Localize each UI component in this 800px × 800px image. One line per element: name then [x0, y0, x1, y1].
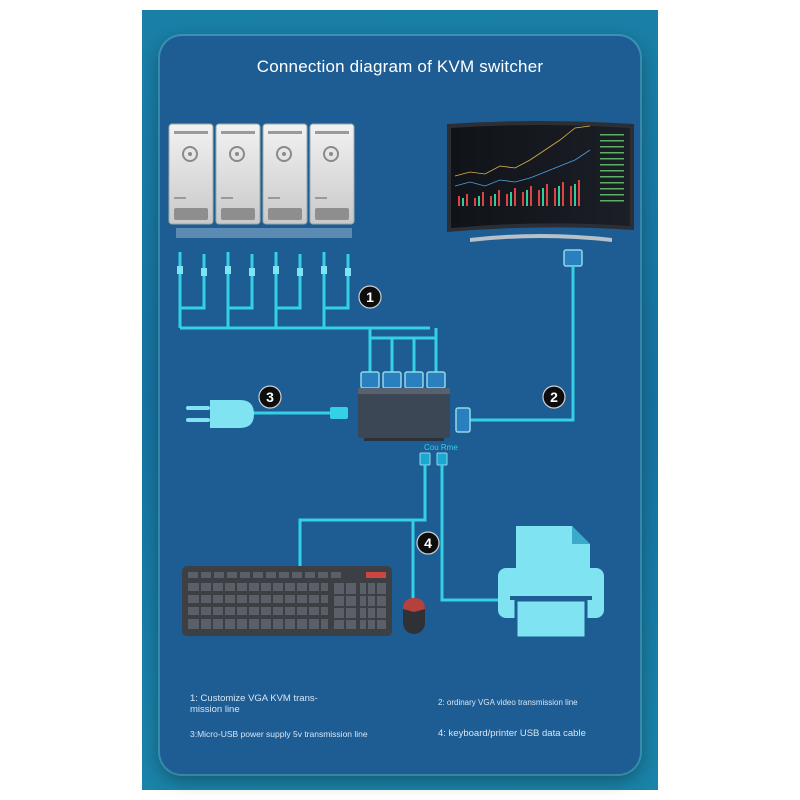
keyboard-icon	[182, 566, 392, 636]
pc-group	[168, 123, 355, 238]
legend-item-1: 1: Customize VGA KVM trans- mission line	[190, 693, 318, 715]
cable-1-vga-kvm	[178, 252, 438, 374]
usb-port-label: Cou Rme	[424, 443, 458, 452]
diagram-panel: Connection diagram of KVM switcher	[160, 36, 640, 774]
marker-1: 1	[358, 285, 382, 309]
printer-icon	[498, 526, 604, 640]
legend-item-3: 3:Micro-USB power supply 5v transmission…	[190, 729, 368, 739]
diagram-title: Connection diagram of KVM switcher	[256, 57, 544, 76]
svg-text:2: 2	[550, 389, 558, 405]
cable-1-connectors	[177, 266, 351, 276]
svg-text:4: 4	[424, 535, 432, 551]
connection-diagram: Cou Rme	[168, 121, 634, 640]
mouse-icon	[403, 598, 425, 634]
monitor-icon	[447, 121, 634, 242]
computer-tower-icon	[262, 123, 308, 225]
legend-item-1-line-1: 1: Customize VGA KVM trans-	[190, 693, 318, 704]
computer-tower-icon	[215, 123, 261, 225]
power-plug-icon	[186, 400, 254, 428]
kvm-switch-icon: Cou Rme	[358, 371, 471, 466]
legend-item-2: 2: ordinary VGA video transmission line	[438, 698, 578, 707]
pc-reflection	[176, 228, 352, 238]
computer-tower-icon	[168, 123, 214, 225]
svg-text:3: 3	[266, 389, 274, 405]
computer-tower-icon	[309, 123, 355, 225]
marker-2: 2	[542, 385, 566, 409]
marker-3: 3	[258, 385, 282, 409]
cable-2-vga-video	[470, 249, 583, 422]
svg-text:1: 1	[366, 289, 374, 305]
cable-3-micro-usb-power	[252, 407, 348, 419]
vga-port-icon	[360, 371, 446, 389]
cable-4-usb-data	[298, 465, 498, 602]
legend-item-1-line-2: mission line	[190, 703, 240, 715]
marker-4: 4	[416, 531, 440, 555]
legend-item-4: 4: keyboard/printer USB data cable	[438, 728, 586, 739]
